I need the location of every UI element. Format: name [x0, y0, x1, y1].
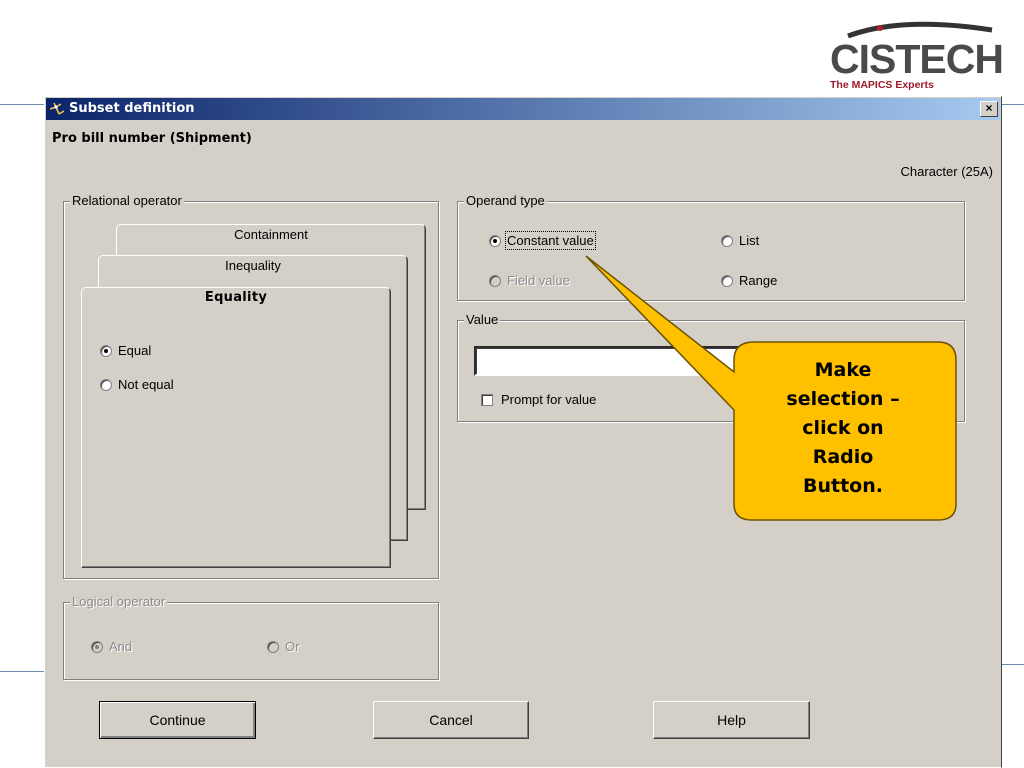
cancel-button[interactable]: Cancel — [373, 701, 529, 739]
slide-line-bottom-right — [1002, 664, 1024, 665]
slide-line-bottom-left — [0, 671, 44, 672]
relational-operator-group: Relational operator Containment Inequali… — [63, 193, 439, 579]
tab-equality-label: Equality — [204, 290, 268, 305]
continue-button[interactable]: Continue — [99, 701, 256, 739]
radio-not-equal-label: Not equal — [118, 377, 174, 392]
close-button[interactable]: × — [980, 101, 998, 117]
radio-equal-label: Equal — [118, 343, 152, 358]
callout-text: Make selection – click on Radio Button. — [742, 356, 944, 501]
slide-line-top-left — [0, 104, 44, 105]
radio-field-value-circle — [489, 274, 501, 287]
callout-line-3: click on — [802, 417, 884, 439]
logo-arc-icon — [847, 21, 993, 38]
radio-not-equal-circle[interactable] — [100, 378, 112, 391]
radio-list[interactable]: List — [721, 233, 759, 248]
radio-or: Or — [267, 639, 299, 654]
operand-type-group: Operand type Constant value List Field v… — [457, 193, 965, 301]
radio-and-label: And — [109, 639, 133, 654]
radio-field-value-label: Field value — [507, 273, 570, 288]
logical-operator-label: Logical operator — [70, 594, 168, 610]
radio-or-label: Or — [285, 639, 300, 654]
radio-range[interactable]: Range — [721, 273, 777, 288]
radio-and-circle — [91, 640, 103, 653]
radio-equal[interactable]: Equal — [100, 343, 151, 358]
dialog-title: Subset definition — [69, 101, 195, 116]
app-icon — [49, 102, 65, 115]
tab-equality[interactable]: Equality Equal Not equal — [81, 287, 391, 568]
radio-or-circle — [267, 640, 279, 653]
prompt-for-value-label: Prompt for value — [501, 392, 597, 407]
logical-operator-group: Logical operator And Or — [63, 594, 439, 680]
relational-operator-label: Relational operator — [70, 193, 184, 209]
logo-tagline: The MAPICS Experts — [830, 79, 934, 91]
slide-line-top-right — [1002, 104, 1024, 105]
radio-list-label: List — [739, 233, 760, 248]
operand-type-label: Operand type — [464, 193, 547, 209]
callout-line-5: Button. — [803, 475, 883, 497]
callout-line-1: Make — [814, 359, 872, 381]
callout-line-2: selection – — [786, 388, 900, 410]
tab-containment-label: Containment — [234, 227, 308, 242]
radio-constant-value[interactable]: Constant value — [489, 231, 596, 250]
radio-list-circle[interactable] — [721, 234, 733, 247]
radio-not-equal[interactable]: Not equal — [100, 377, 174, 392]
radio-range-label: Range — [739, 273, 778, 288]
radio-range-circle[interactable] — [721, 274, 733, 287]
logo-wordmark: CISTECH — [830, 36, 1004, 82]
radio-constant-value-circle[interactable] — [489, 234, 501, 247]
dialog-titlebar[interactable]: Subset definition × — [46, 98, 1000, 120]
prompt-for-value-checkbox[interactable]: Prompt for value — [481, 392, 596, 407]
cistech-logo: CISTECH The MAPICS Experts — [824, 14, 1020, 90]
value-group-label: Value — [464, 312, 501, 328]
field-name: Pro bill number (Shipment) — [52, 131, 252, 146]
prompt-for-value-box[interactable] — [481, 393, 493, 406]
radio-equal-circle[interactable] — [100, 344, 112, 357]
tab-inequality-label: Inequality — [225, 258, 281, 273]
callout-line-4: Radio — [812, 446, 874, 468]
radio-constant-value-label: Constant value — [505, 231, 596, 250]
radio-and: And — [91, 639, 132, 654]
data-type-label: Character (25A) — [900, 164, 993, 179]
callout-shape — [585, 255, 957, 521]
radio-field-value: Field value — [489, 273, 570, 288]
help-button[interactable]: Help — [653, 701, 810, 739]
